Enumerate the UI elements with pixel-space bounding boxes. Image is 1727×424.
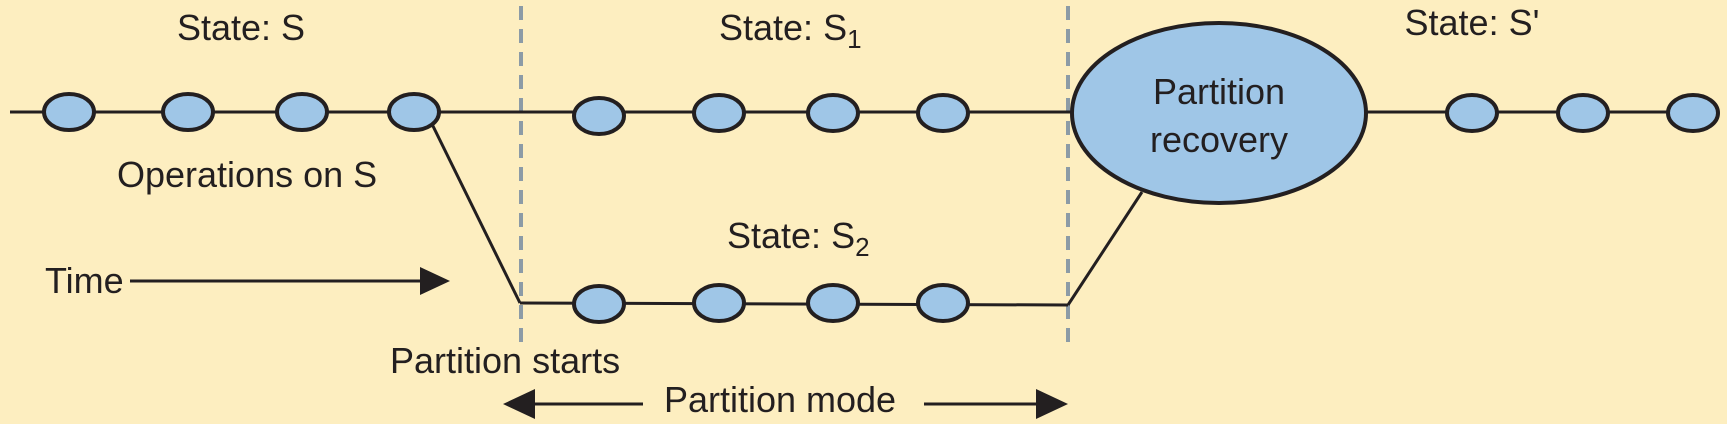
recovery-label-line1: Partition: [1153, 71, 1285, 112]
state-s2-subscript: 2: [855, 232, 869, 262]
operation-node: [916, 93, 970, 133]
partition-starts-label: Partition starts: [390, 340, 620, 381]
operation-node: [572, 284, 626, 324]
state-s1-prefix: State: S: [719, 7, 847, 48]
partition-mode-arrow-left-head: [503, 389, 535, 419]
operation-node: [806, 93, 860, 133]
operation-node: [1556, 93, 1610, 133]
operation-node: [692, 93, 746, 133]
time-arrow-head: [420, 267, 450, 295]
operation-node: [1666, 93, 1720, 133]
merge-line: [1066, 191, 1144, 306]
operations-label: Operations on S: [117, 154, 377, 195]
state-s2-prefix: State: S: [727, 215, 855, 256]
operation-node: [916, 283, 970, 323]
state-s2-label: State: S2: [727, 215, 870, 262]
state-s-label: State: S: [177, 7, 305, 48]
partition-mode-label: Partition mode: [664, 379, 896, 420]
operation-node: [387, 92, 441, 132]
partition-mode-arrow-right-head: [1036, 389, 1068, 419]
state-s1-label: State: S1: [719, 7, 862, 54]
state-s-prime-label: State: S': [1405, 2, 1540, 43]
operation-node: [806, 283, 860, 323]
operation-node: [1445, 93, 1499, 133]
operation-node: [161, 92, 215, 132]
operation-node: [692, 283, 746, 323]
operation-node: [572, 96, 626, 136]
time-label: Time: [45, 260, 124, 301]
partition-branch-line: [429, 121, 522, 304]
recovery-label-line2: recovery: [1150, 119, 1288, 160]
operation-node: [42, 92, 96, 132]
operation-node: [275, 92, 329, 132]
state-s1-subscript: 1: [847, 24, 861, 54]
partition-recovery-ellipse: [1070, 21, 1368, 205]
